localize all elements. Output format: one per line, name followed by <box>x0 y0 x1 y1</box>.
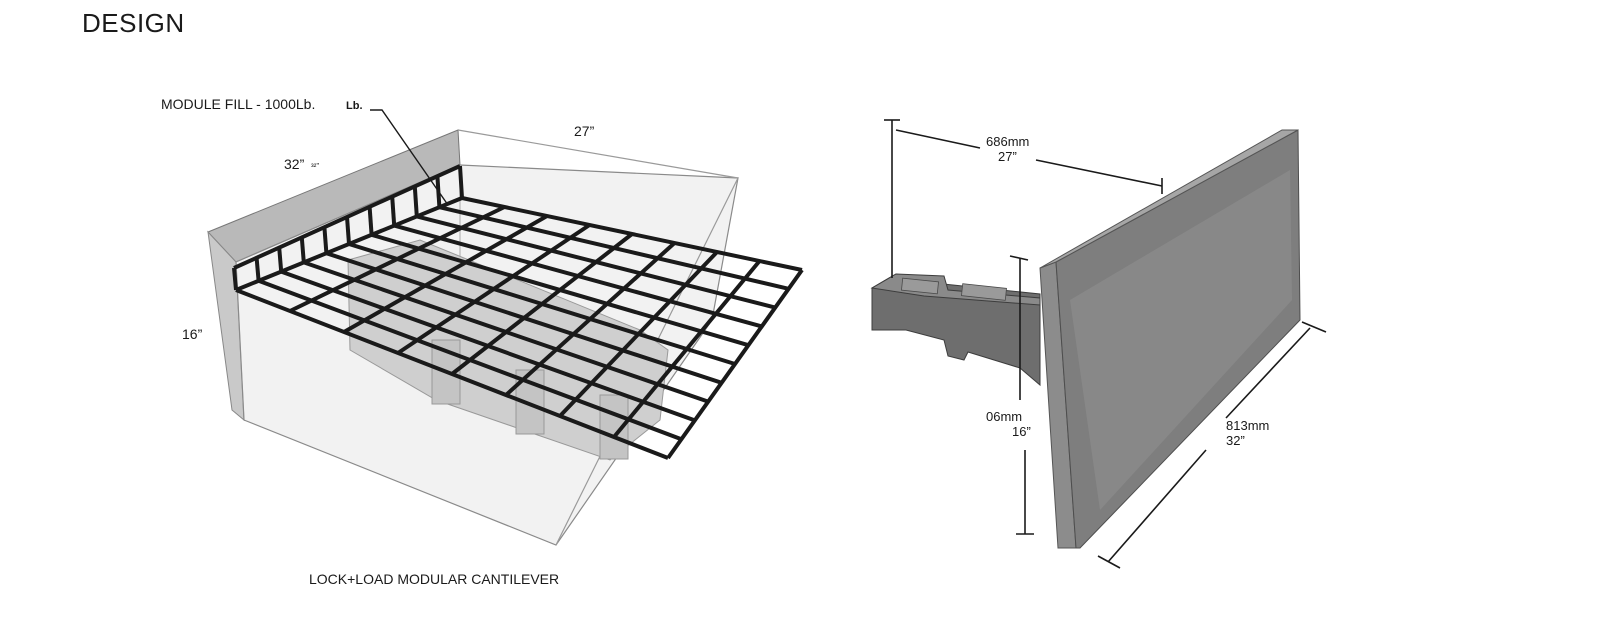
height-dimension-label: 06mm 16” <box>986 409 1031 440</box>
height-in: 16” <box>1012 423 1031 439</box>
wire-mesh-grid <box>232 164 804 460</box>
mesh-wall-wire <box>390 196 397 226</box>
module-fill-label-suffix: Lb. <box>346 100 363 112</box>
depth-in: 27” <box>998 148 1017 164</box>
facing-panel-texture <box>1070 170 1292 510</box>
height-dimension-tick <box>1009 255 1029 261</box>
mesh-cross-wire <box>396 223 591 355</box>
mesh-wall-wire <box>232 267 238 291</box>
anchor-label-plate <box>901 277 939 295</box>
depth-mm: 686mm <box>986 134 1030 149</box>
fill-label-leader <box>370 109 449 206</box>
depth-dimension-label: 686mm 27” <box>986 134 1030 165</box>
width-dimension-label: 813mm 32” <box>1226 418 1270 449</box>
width-dimension-line <box>1107 449 1207 563</box>
width-dimension-tick <box>1301 321 1327 333</box>
mesh-cross-wire <box>289 205 506 313</box>
module-depth-dimension: 27” <box>574 123 595 139</box>
width-in: 32” <box>1226 432 1245 448</box>
anchor-label-plate <box>961 283 1007 301</box>
diagram-caption: LOCK+LOAD MODULAR CANTILEVER <box>309 571 560 587</box>
mesh-wall-wire <box>322 227 329 254</box>
mesh-wall-wire <box>367 206 374 235</box>
mesh-cross-wire <box>666 268 804 460</box>
mesh-wall-wire <box>345 216 351 245</box>
mesh-wall-wire <box>299 237 306 263</box>
mesh-cross-wire <box>343 214 548 334</box>
depth-dimension-line <box>895 129 981 149</box>
width-dimension-tick <box>1097 555 1121 569</box>
page-title: DESIGN <box>82 8 185 38</box>
mesh-cross-wire <box>450 232 634 376</box>
depth-dimension-line <box>1035 159 1163 187</box>
mesh-wall-wire <box>458 165 464 199</box>
mesh-cross-wire <box>504 241 676 397</box>
module-width-dimension-mark: ³²” <box>311 162 319 171</box>
module-width-dimension: 32” <box>284 156 305 172</box>
mesh-wall-wire <box>277 247 284 272</box>
width-mm: 813mm <box>1226 418 1270 433</box>
mesh-wall-wire <box>254 257 261 281</box>
module-fill-label: MODULE FILL - 1000Lb. <box>161 96 316 112</box>
mesh-cross-wire <box>612 259 762 439</box>
height-mm: 06mm <box>986 409 1023 424</box>
mesh-cross-wire <box>558 250 719 418</box>
module-height-dimension: 16” <box>182 326 203 342</box>
width-dimension-line <box>1225 327 1311 419</box>
facing-panel-top <box>1039 129 1299 269</box>
mesh-wall-wire <box>412 186 419 217</box>
